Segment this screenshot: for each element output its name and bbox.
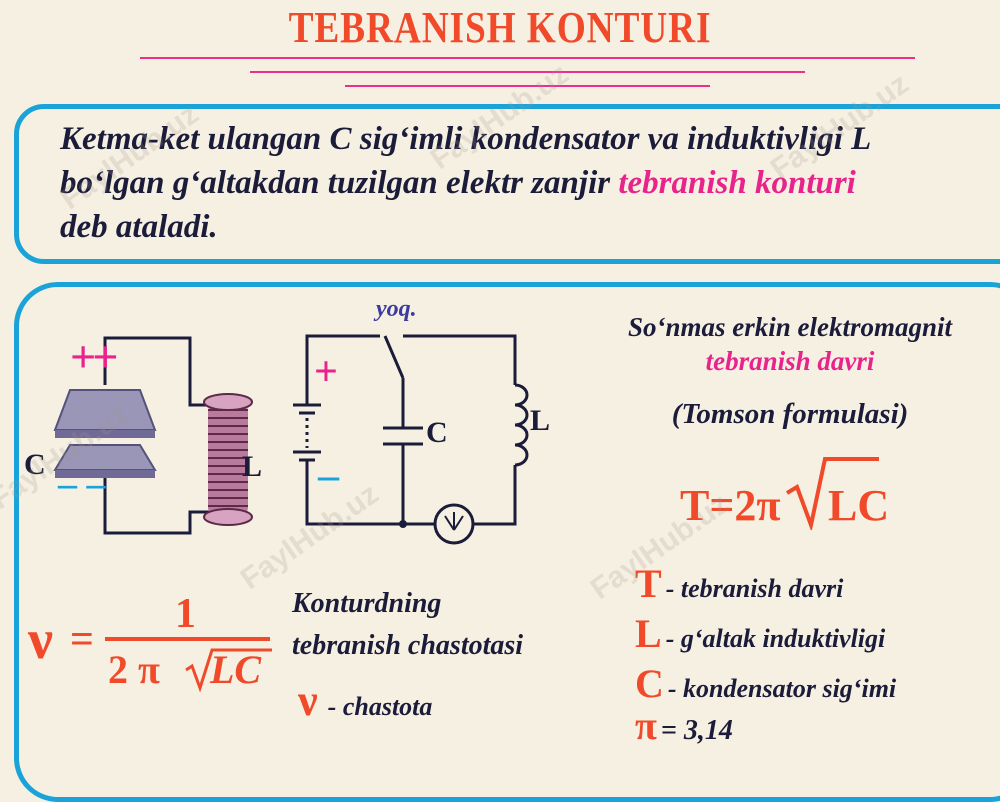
legend-row-l: L - g‘altak induktivligi	[635, 610, 885, 657]
schematic-c-label: C	[426, 416, 448, 449]
frequency-denominator-root: LC	[210, 647, 262, 692]
capacitor-c-label: C	[24, 448, 46, 481]
nu-symbol: ν	[298, 676, 318, 725]
fraction-bar	[105, 637, 270, 641]
sqrt-symbol	[785, 457, 879, 530]
legend-row-pi: π = 3,14	[635, 702, 733, 749]
page-title: TEBRANISH KONTURI	[288, 3, 712, 52]
frequency-denominator-left: 2 π	[108, 647, 160, 692]
legend-text-c: - kondensator sig‘imi	[667, 674, 897, 703]
capacitor-plus-signs: ++	[70, 331, 118, 382]
definition-highlight: tebranish konturi	[618, 165, 856, 201]
frequency-symbol: ν	[28, 609, 54, 671]
legend-row-c: C - kondensator sig‘imi	[635, 660, 896, 707]
legend-symbol-pi: π	[635, 703, 657, 748]
title-underline-3	[345, 85, 710, 87]
definition-line-1: Ketma-ket ulangan C sig‘imli kondensator…	[60, 121, 872, 157]
nu-legend-row: ν - chastota	[298, 675, 432, 726]
period-heading-3: (Tomson formulasi)	[671, 398, 909, 430]
definition-box	[14, 104, 1000, 264]
title-underline-1	[140, 57, 915, 59]
period-heading-2: tebranish davri	[705, 346, 875, 376]
frequency-caption-1: Konturdning	[292, 588, 442, 619]
lc-circuit-diagram	[53, 336, 253, 535]
legend-text-l: - g‘altak induktivligi	[665, 624, 886, 653]
schematic-l-label: L	[530, 404, 551, 437]
frequency-formula: ν = 1 2 π LC	[20, 590, 280, 700]
thomson-formula-root: LC	[828, 481, 890, 530]
legend-symbol-t: T	[635, 561, 662, 606]
switch-label: yoq.	[376, 296, 417, 322]
definition-line-2: bo‘lgan g‘altakdan tuzilgan elektr zanji…	[60, 161, 990, 205]
frequency-numerator: 1	[175, 591, 196, 637]
nu-text: - chastota	[327, 692, 433, 721]
battery-minus: –	[318, 453, 339, 499]
definition-text: Ketma-ket ulangan C sig‘imli kondensator…	[60, 117, 990, 249]
capacitor-minus-signs: – –	[58, 463, 106, 505]
definition-line-2-text: bo‘lgan g‘altakdan tuzilgan elektr zanji…	[60, 165, 619, 201]
legend-text-pi: = 3,14	[660, 715, 733, 746]
legend-row-t: T - tebranish davri	[635, 560, 843, 607]
thomson-formula-left: T=2π	[680, 481, 781, 530]
legend-symbol-c: C	[635, 661, 664, 706]
legend-text-t: - tebranish davri	[665, 574, 844, 603]
title-underline-2	[250, 71, 805, 73]
legend-symbol-l: L	[635, 611, 662, 656]
period-heading-1: So‘nmas erkin elektromagnit	[627, 312, 953, 342]
battery-plus: +	[314, 349, 338, 395]
frequency-equals: =	[70, 617, 94, 663]
sqrt-symbol-small	[185, 648, 272, 692]
coil-l-label: L	[242, 450, 263, 483]
frequency-caption-2: tebranish chastotasi	[292, 630, 524, 661]
oscillating-circuit-schematic	[293, 334, 529, 545]
definition-line-3: deb ataladi.	[60, 209, 218, 245]
